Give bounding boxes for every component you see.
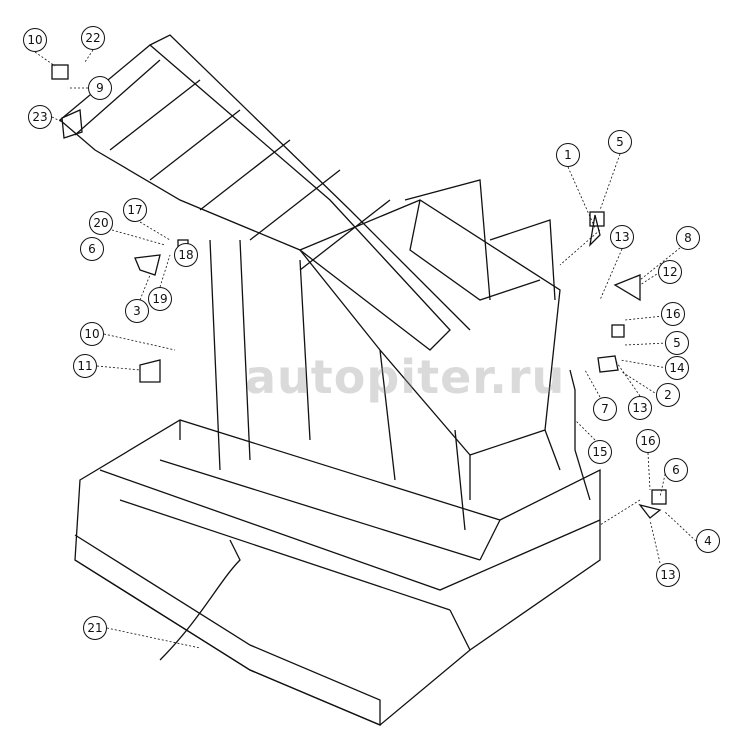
callout: 1: [556, 143, 580, 167]
callout: 17: [123, 198, 147, 222]
callout: 22: [81, 26, 105, 50]
callout: 3: [125, 299, 149, 323]
callout: 6: [664, 458, 688, 482]
callout: 7: [593, 397, 617, 421]
callout: 5: [608, 130, 632, 154]
callout: 18: [174, 243, 198, 267]
callout: 2: [656, 383, 680, 407]
callout: 13: [656, 563, 680, 587]
callout: 4: [696, 529, 720, 553]
callout: 13: [610, 225, 634, 249]
callout: 10: [80, 322, 104, 346]
callout: 6: [80, 237, 104, 261]
callout: 23: [28, 105, 52, 129]
callout: 9: [88, 76, 112, 100]
callout: 19: [148, 287, 172, 311]
callout: 10: [23, 28, 47, 52]
callout: 15: [588, 440, 612, 464]
conveyor: [58, 44, 451, 351]
hopper-box: [298, 199, 561, 456]
callout: 21: [83, 616, 107, 640]
callout: 12: [658, 260, 682, 284]
watermark: autopiter.ru: [245, 350, 566, 404]
callout: 11: [73, 354, 97, 378]
cable: [159, 539, 241, 661]
callout: 13: [628, 396, 652, 420]
callout: 8: [676, 226, 700, 250]
callout: 16: [636, 429, 660, 453]
callout: 14: [665, 356, 689, 380]
callout: 20: [89, 211, 113, 235]
callout: 5: [665, 331, 689, 355]
callout: 16: [661, 302, 685, 326]
